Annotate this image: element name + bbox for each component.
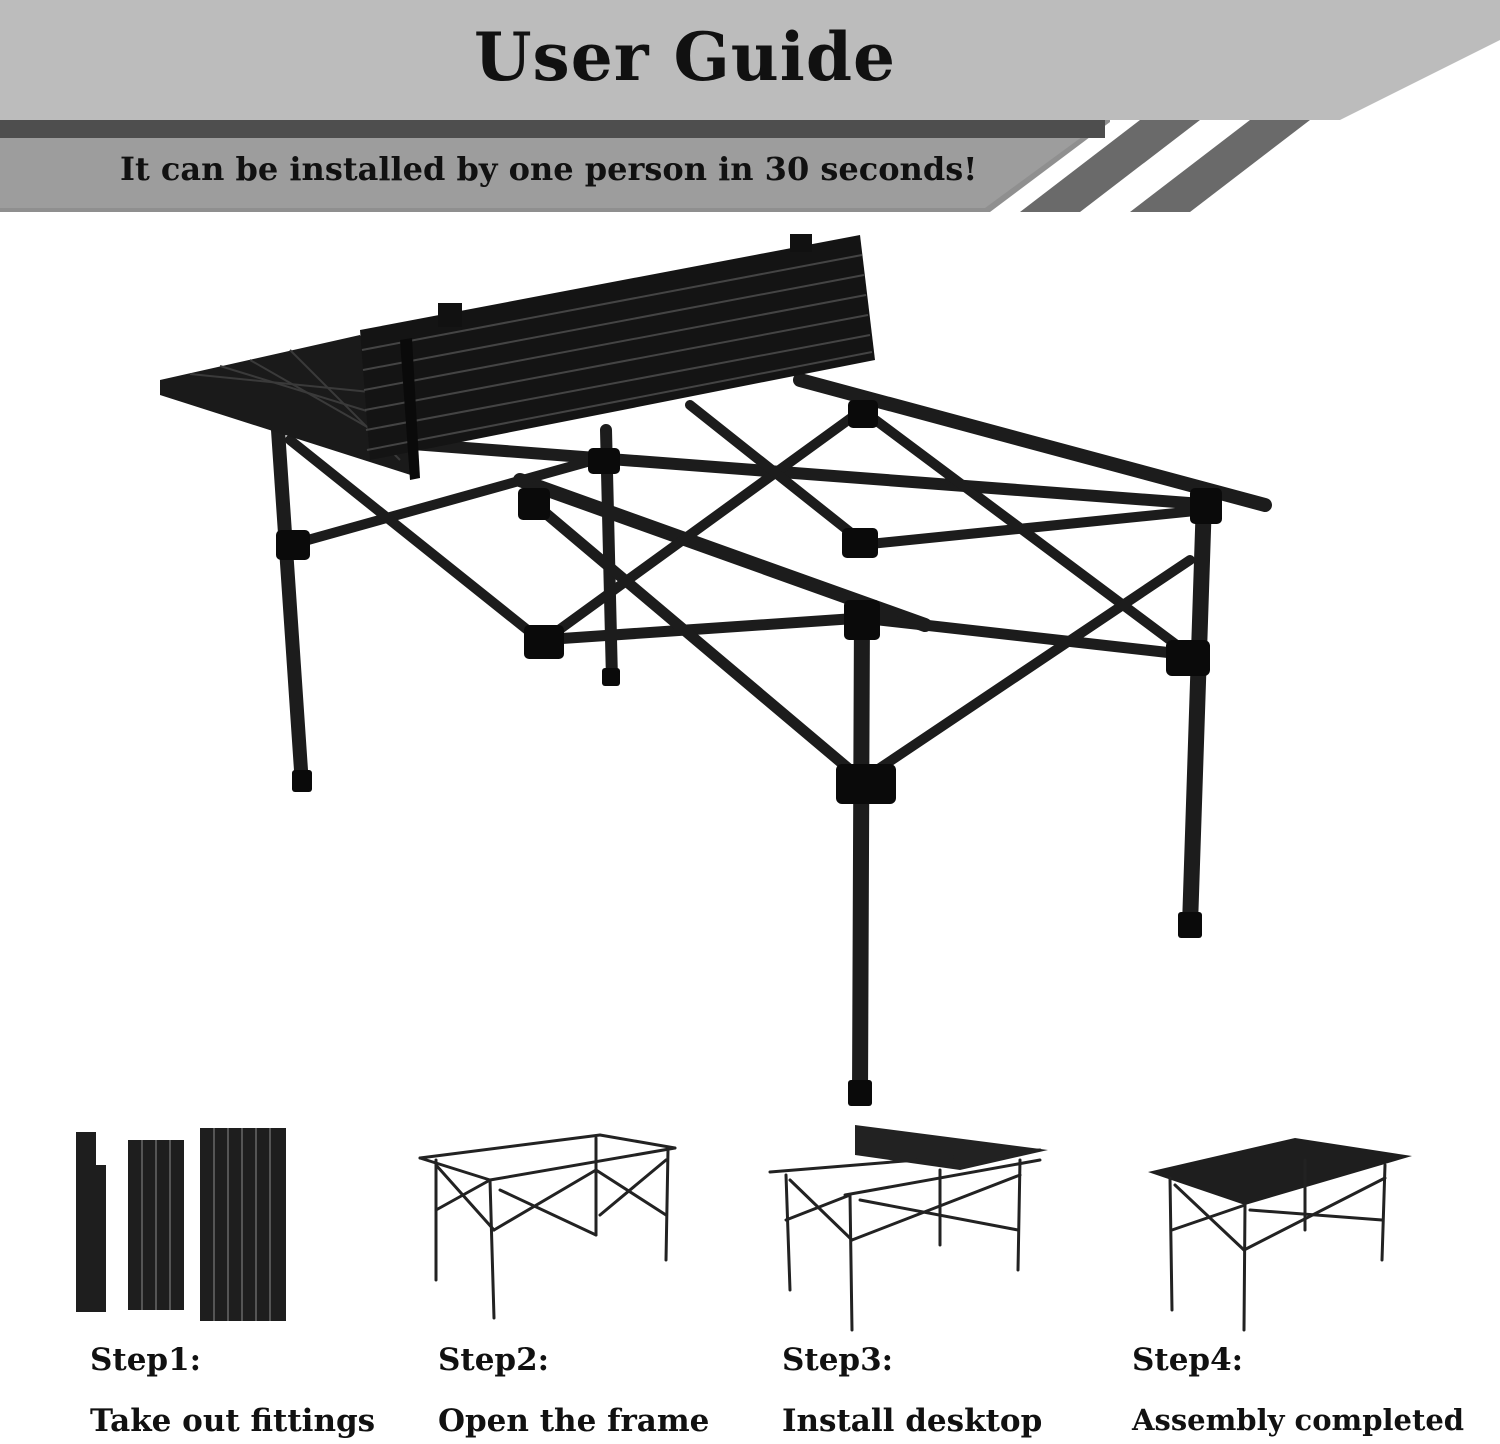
page-title: User Guide [473,18,897,96]
step4-assembled-image [1148,1138,1412,1332]
step3-description: Install desktop [782,1403,1043,1439]
step2-title: Step2: [438,1342,550,1378]
step2-description: Open the frame [438,1403,710,1439]
subtitle: It can be installed by one person in 30 … [120,150,978,188]
subtitle-stripe [0,120,1310,212]
step4-description: Assembly completed [1132,1403,1465,1437]
step1-description: Take out fittings [90,1403,376,1439]
header-band [0,0,1500,120]
step1-title: Step1: [90,1342,202,1378]
step1-fittings-image [76,1128,286,1321]
step2-frame-image [418,1133,677,1320]
step3-desktop-image [768,1125,1048,1332]
table-assembly-illustration [160,234,1272,1106]
step3-title: Step3: [782,1342,894,1378]
step4-title: Step4: [1132,1342,1244,1378]
